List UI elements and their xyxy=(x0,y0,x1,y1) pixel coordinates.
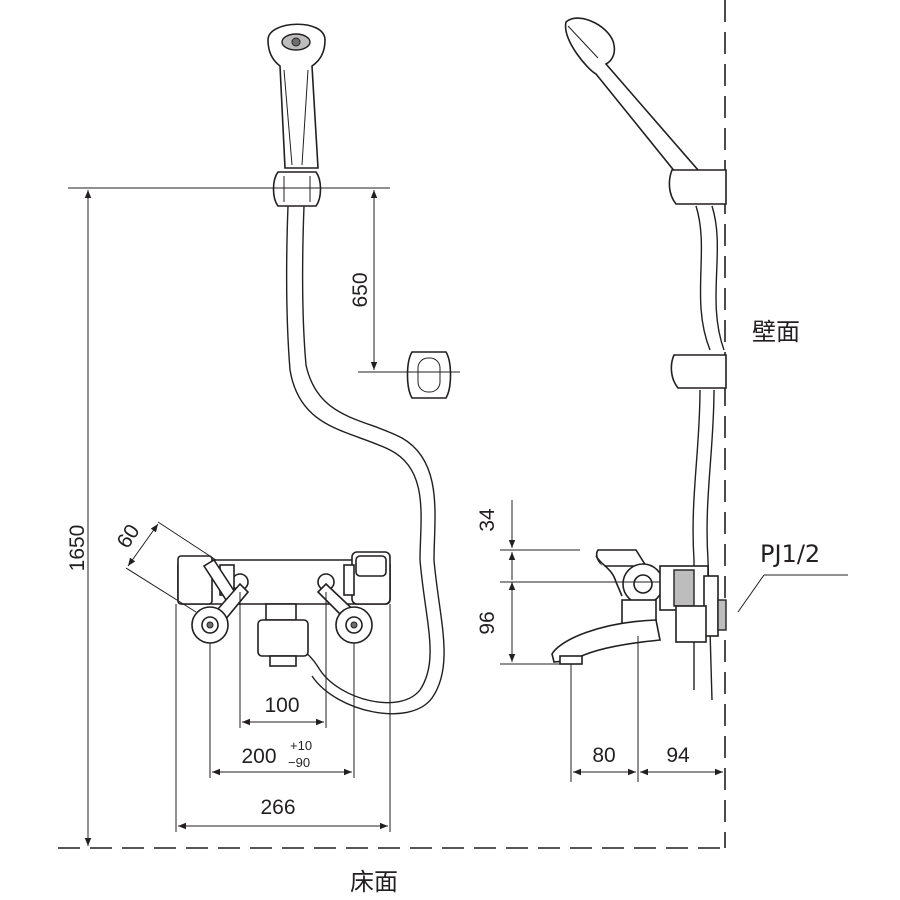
hose-side xyxy=(692,389,701,690)
dim-valve-gap: 100 xyxy=(264,694,299,717)
dim-wall-depth: 94 xyxy=(666,744,690,767)
shower-head-side xyxy=(564,17,700,179)
dimensions-front xyxy=(68,187,460,846)
front-view xyxy=(177,23,452,715)
dim-total-height: 1650 xyxy=(66,525,89,572)
dim-top-height: 34 xyxy=(476,508,499,532)
shower-head-front xyxy=(267,23,326,169)
dim-slide-bar: 650 xyxy=(349,272,372,307)
label-connection: PJ1/2 xyxy=(760,540,820,568)
dim-tolerance-minus: −90 xyxy=(288,755,310,770)
dim-spout-reach: 80 xyxy=(592,744,615,767)
dim-tolerance-plus: +10 xyxy=(290,738,312,753)
dimensions-side xyxy=(500,500,848,782)
dim-center-distance: 200 xyxy=(241,745,276,768)
shower-holder-front xyxy=(272,171,322,207)
shower-hose-front xyxy=(285,205,431,704)
shower-hanger-front xyxy=(406,351,452,399)
dim-spout-height: 96 xyxy=(476,611,499,634)
mixer-body-front xyxy=(177,551,391,667)
shower-hose-front-outline xyxy=(301,205,445,715)
slide-bar xyxy=(695,205,711,351)
mixer-side xyxy=(551,549,727,665)
dim-overall-width: 266 xyxy=(260,796,295,819)
label-floor: 床面 xyxy=(350,868,398,896)
label-wall: 壁面 xyxy=(752,318,800,346)
slide-holder-bottom xyxy=(670,354,727,389)
side-view xyxy=(551,17,727,701)
slide-holder-top xyxy=(668,169,727,205)
dim-handle-offset: 60 xyxy=(113,520,145,552)
